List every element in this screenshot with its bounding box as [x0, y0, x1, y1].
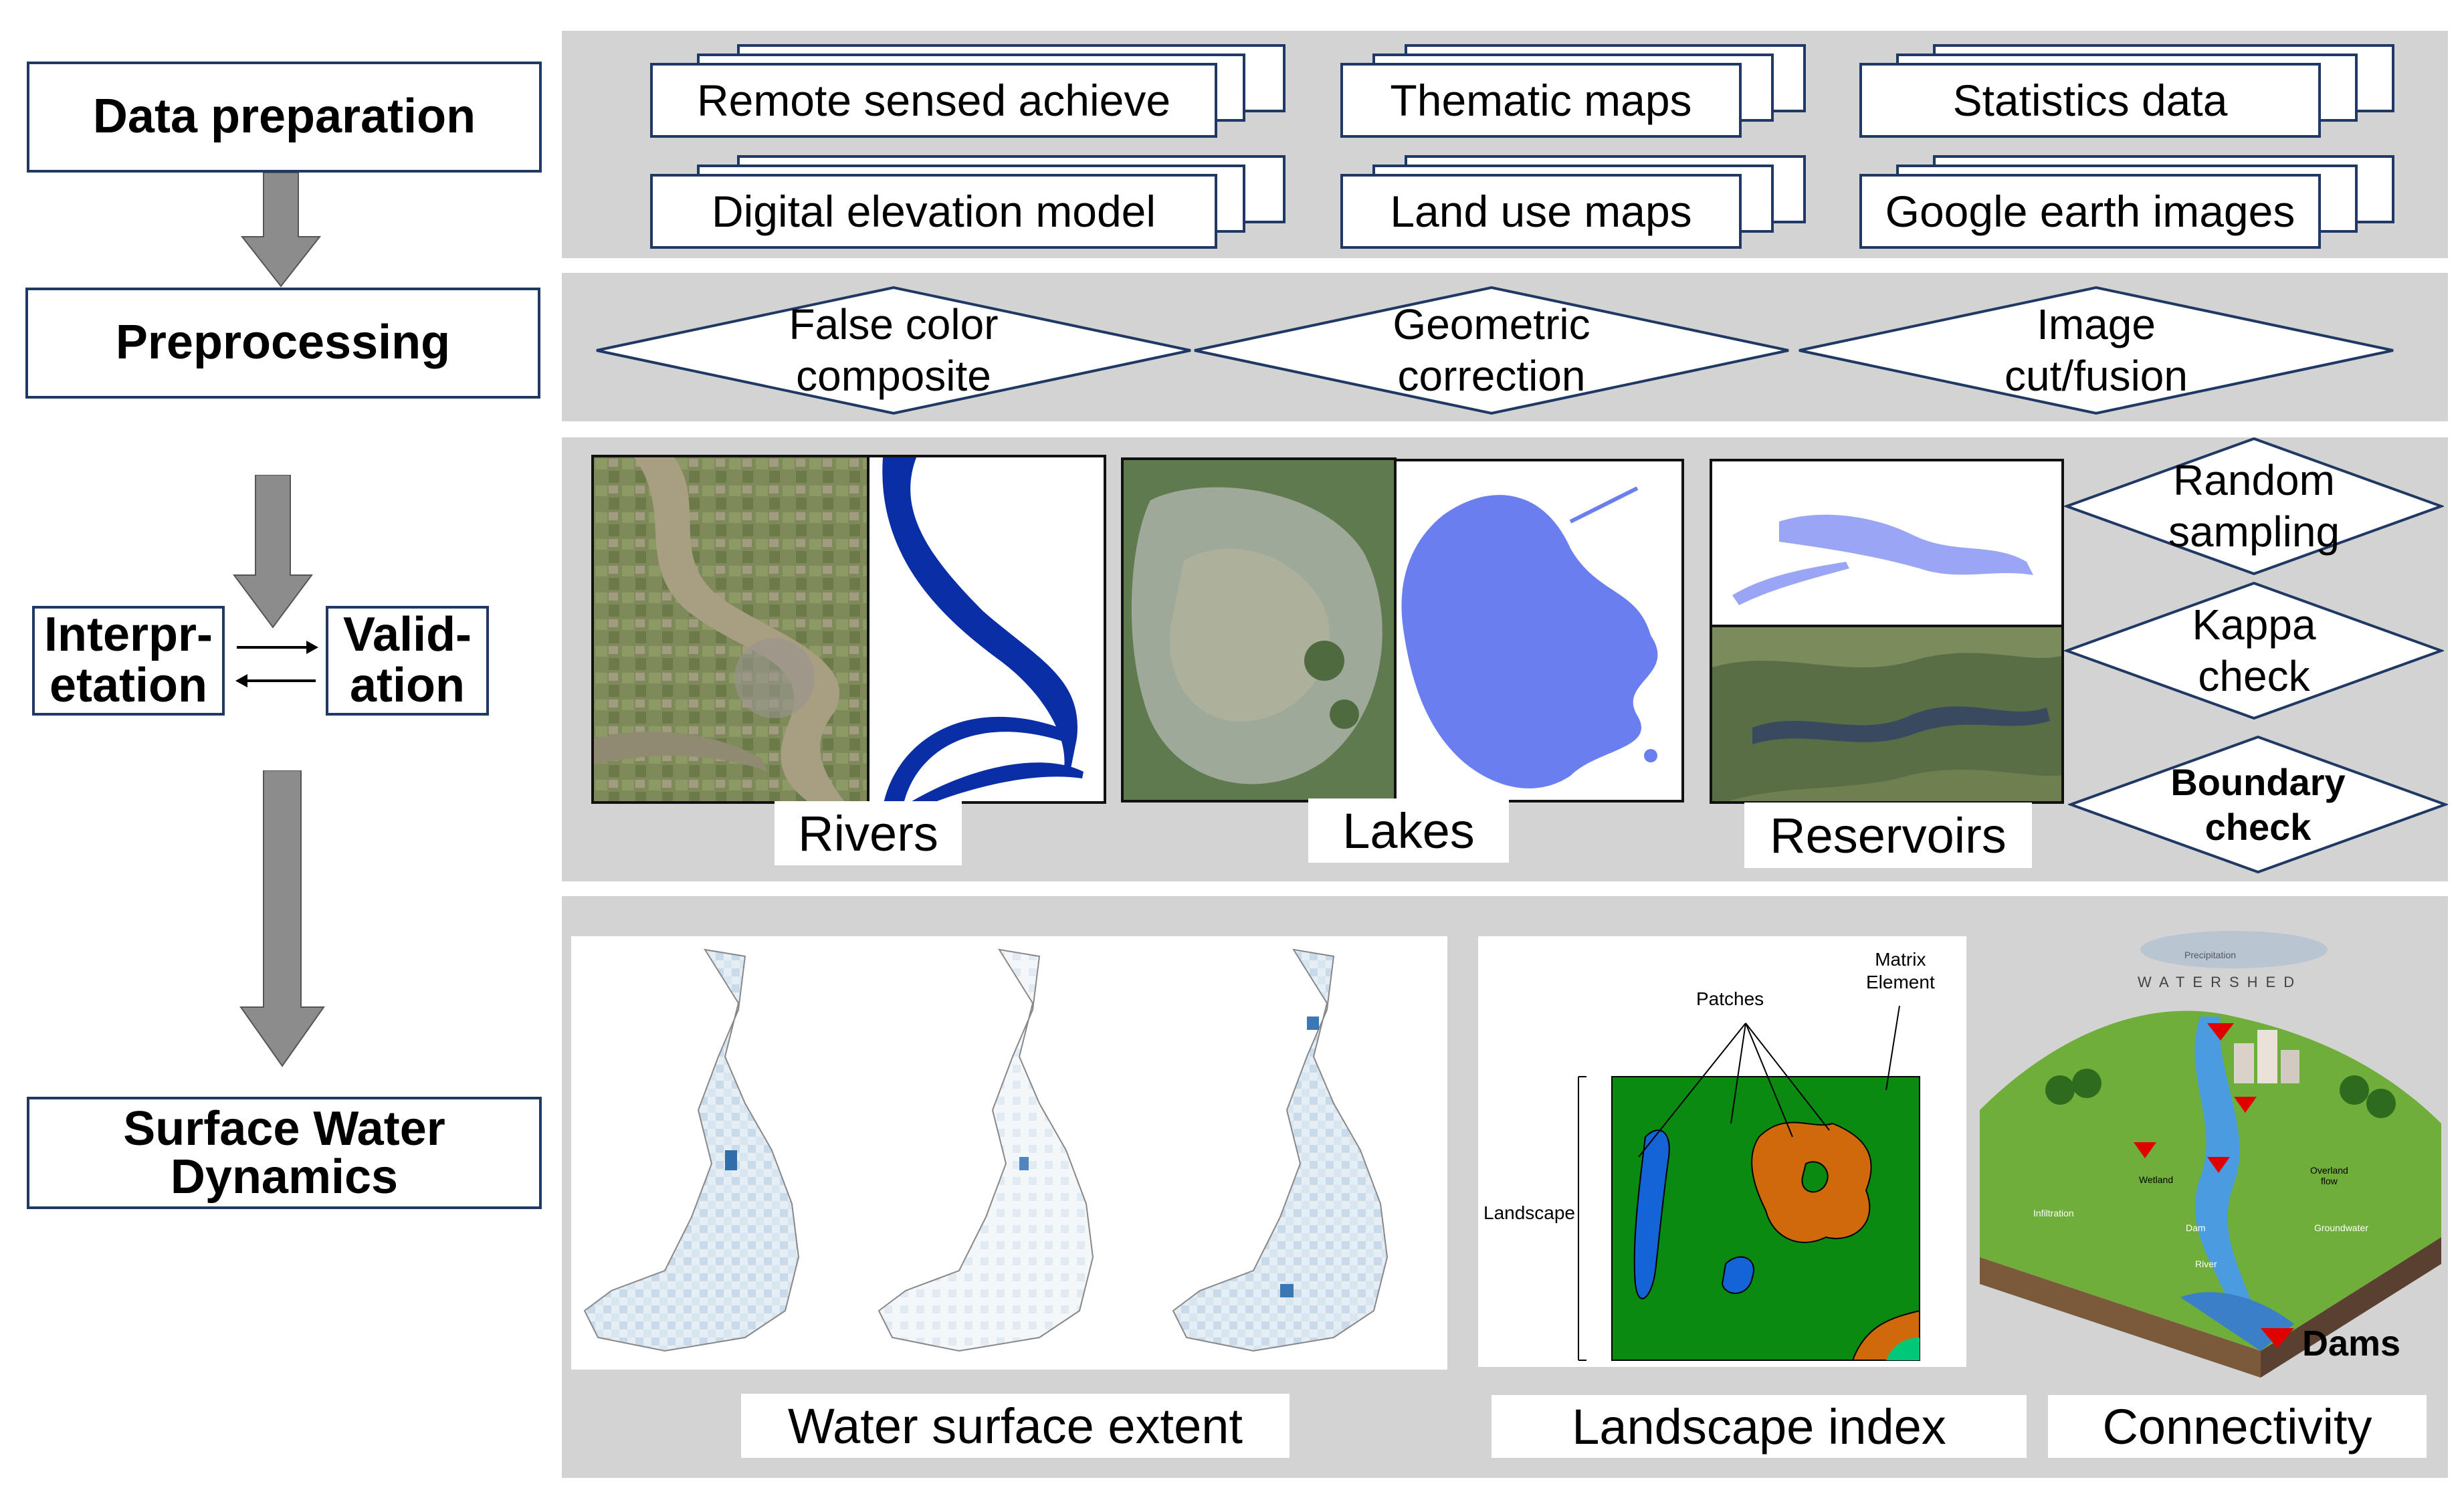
arrow-down-1: [241, 173, 321, 288]
patch-small: [1721, 1256, 1754, 1294]
wetland-label: Wetland: [2139, 1174, 2174, 1185]
caption-lakes: Lakes: [1308, 798, 1509, 863]
reservoirs-classified-map: [1710, 459, 2064, 629]
dams-legend-label: Dams: [2302, 1323, 2401, 1364]
water-extent-maps: [571, 936, 1447, 1370]
overland-flow-label: Overland flow: [2310, 1165, 2348, 1186]
step-surface-water-dynamics-label: Surface Water Dynamics: [123, 1102, 445, 1204]
step-data-preparation-label: Data preparation: [92, 90, 476, 144]
china-coast-map-2: [878, 948, 1094, 1352]
doc-stack-thematic-maps: Thematic maps: [1340, 44, 1822, 144]
doc-stack-dem: Digital elevation model: [650, 155, 1306, 255]
dam-marker-3: [2134, 1142, 2156, 1158]
doc-stack-google-earth: Google earth images: [1859, 155, 2415, 255]
dam-marker-1: [2207, 1023, 2234, 1041]
diamond-boundary-check: Boundary check: [2068, 734, 2448, 875]
doc-label-dem: Digital elevation model: [650, 174, 1217, 249]
caption-reservoirs: Reservoirs: [1744, 802, 2032, 868]
step-surface-water-dynamics: Surface Water Dynamics: [27, 1097, 542, 1209]
lakes-satellite-image: [1121, 457, 1397, 802]
doc-stack-land-use: Land use maps: [1340, 155, 1822, 255]
diamond-kappa-check: Kappa check: [2064, 580, 2444, 721]
diamond-false-color: False color composite: [594, 285, 1193, 416]
precipitation-label: Precipitation: [2184, 950, 2237, 960]
doc-stack-statistics: Statistics data: [1859, 44, 2415, 144]
step-validation: Valid- ation: [326, 606, 489, 716]
diamond-kappa-check-label: Kappa check: [2192, 601, 2316, 700]
reservoirs-satellite-image: [1710, 625, 2064, 804]
diamond-geometric-label: Geometric correction: [1393, 300, 1590, 400]
diamond-random-sampling: Random sampling: [2064, 436, 2444, 576]
diamond-geometric: Geometric correction: [1192, 285, 1791, 416]
rivers-satellite-image: [591, 455, 869, 804]
doc-stack-remote-sensed: Remote sensed achieve: [650, 44, 1306, 144]
patches-label: Patches: [1696, 988, 1764, 1009]
water-extent-map-svg: [583, 948, 1389, 1352]
caption-rivers: Rivers: [775, 801, 962, 865]
arrow-down-3: [239, 770, 325, 1067]
caption-water-surface-extent: Water surface extent: [741, 1394, 1290, 1458]
patch-elongated: [1633, 1130, 1670, 1299]
doc-label-land-use: Land use maps: [1340, 174, 1742, 249]
doc-label-google-earth: Google earth images: [1859, 174, 2321, 249]
dams-legend-marker: [2261, 1328, 2294, 1348]
lakes-classified-map: [1394, 459, 1684, 802]
doc-label-remote-sensed: Remote sensed achieve: [650, 63, 1217, 138]
diamond-boundary-check-label: Boundary check: [2170, 760, 2346, 848]
diamond-false-color-label: False color composite: [789, 300, 999, 400]
diamond-random-sampling-label: Random sampling: [2168, 456, 2340, 556]
china-coast-map-1: [583, 948, 800, 1352]
dam-marker-4: [2207, 1157, 2230, 1173]
step-interpretation: Interpr- etation: [32, 606, 225, 716]
step-interpretation-label: Interpr- etation: [44, 608, 213, 712]
step-preprocessing-label: Preprocessing: [115, 316, 451, 370]
diamond-cut-fusion: Image cut/fusion: [1796, 285, 2396, 416]
rivers-classified-map: [867, 455, 1106, 804]
landscape-label: Landscape: [1483, 1202, 1576, 1223]
landscape-diagram: Patches Matrix Element Landscape: [1478, 936, 1966, 1367]
doc-label-statistics: Statistics data: [1859, 63, 2321, 138]
diamond-cut-fusion-label: Image cut/fusion: [2005, 300, 2188, 400]
caption-landscape-index: Landscape index: [1492, 1395, 2027, 1458]
groundwater-label: Groundwater: [2314, 1222, 2368, 1233]
dam-label: Dam: [2186, 1222, 2206, 1233]
caption-connectivity: Connectivity: [2048, 1395, 2427, 1458]
river-label: River: [2195, 1259, 2217, 1269]
matrix-element-label: Matrix Element: [1866, 949, 1935, 992]
doc-label-thematic-maps: Thematic maps: [1340, 63, 1742, 138]
china-coast-map-3: [1172, 948, 1389, 1352]
exchange-arrows: [235, 641, 318, 687]
arrow-down-2: [233, 475, 313, 629]
watershed-label: WATERSHED: [2138, 974, 2303, 990]
watershed-diagram: Precipitation WATERSHED Wetland Overland…: [1980, 923, 2441, 1378]
dam-marker-2: [2234, 1097, 2257, 1113]
infiltration-label: Infiltration: [2033, 1208, 2074, 1218]
patch-orange-hole: [1801, 1161, 1829, 1193]
step-preprocessing: Preprocessing: [25, 288, 540, 399]
step-data-preparation: Data preparation: [27, 62, 542, 173]
step-validation-label: Valid- ation: [342, 608, 472, 712]
